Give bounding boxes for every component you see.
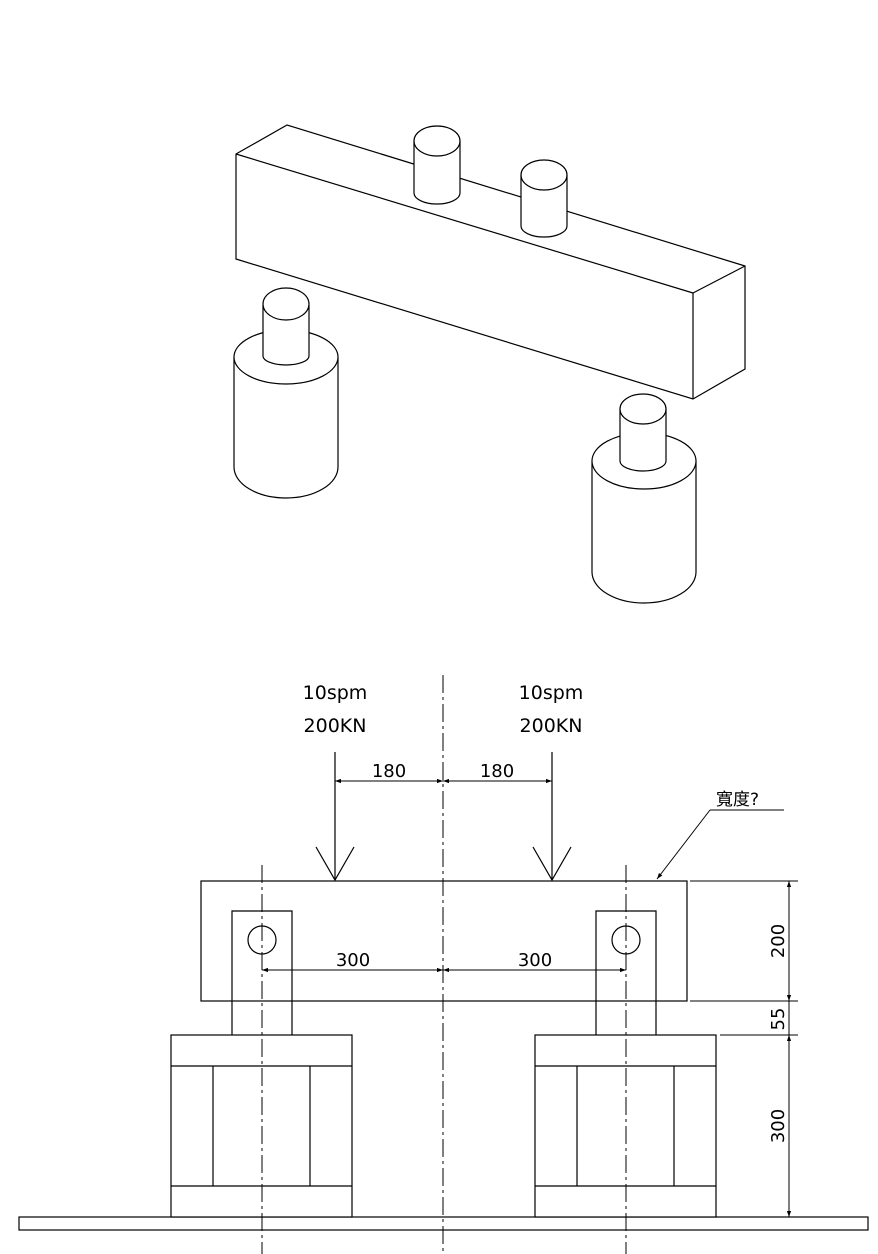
iso-support-cylinder-right <box>591 393 697 604</box>
iso-load-pin-left <box>413 125 461 205</box>
beam <box>200 880 688 1002</box>
iso-support-cylinder-left <box>233 287 339 499</box>
dimension-vertical-chain <box>690 880 798 1217</box>
dim-load-offset-right: 180 <box>480 761 514 782</box>
isometric-view <box>233 124 746 604</box>
load-arrow-left <box>315 752 355 882</box>
iso-beam <box>235 124 746 400</box>
width-callout-leader <box>656 809 784 880</box>
dim-cylinder-height: 300 <box>768 1109 789 1143</box>
dim-support-offset-left: 300 <box>336 950 370 971</box>
dim-beam-height: 200 <box>768 924 789 958</box>
load-speed-left: 10spm <box>303 682 368 704</box>
load-force-right: 200KN <box>520 715 583 737</box>
front-view: 10spm 200KN 10spm 200KN 180 180 300 300 … <box>18 675 869 1254</box>
dim-gap-height: 55 <box>768 1008 789 1031</box>
load-speed-right: 10spm <box>519 682 584 704</box>
load-arrow-right <box>532 752 572 882</box>
dim-load-offset-left: 180 <box>372 761 406 782</box>
width-callout-label: 寬度? <box>716 790 759 810</box>
load-force-left: 200KN <box>304 715 367 737</box>
dim-support-offset-right: 300 <box>518 950 552 971</box>
iso-load-pin-right <box>520 159 568 238</box>
